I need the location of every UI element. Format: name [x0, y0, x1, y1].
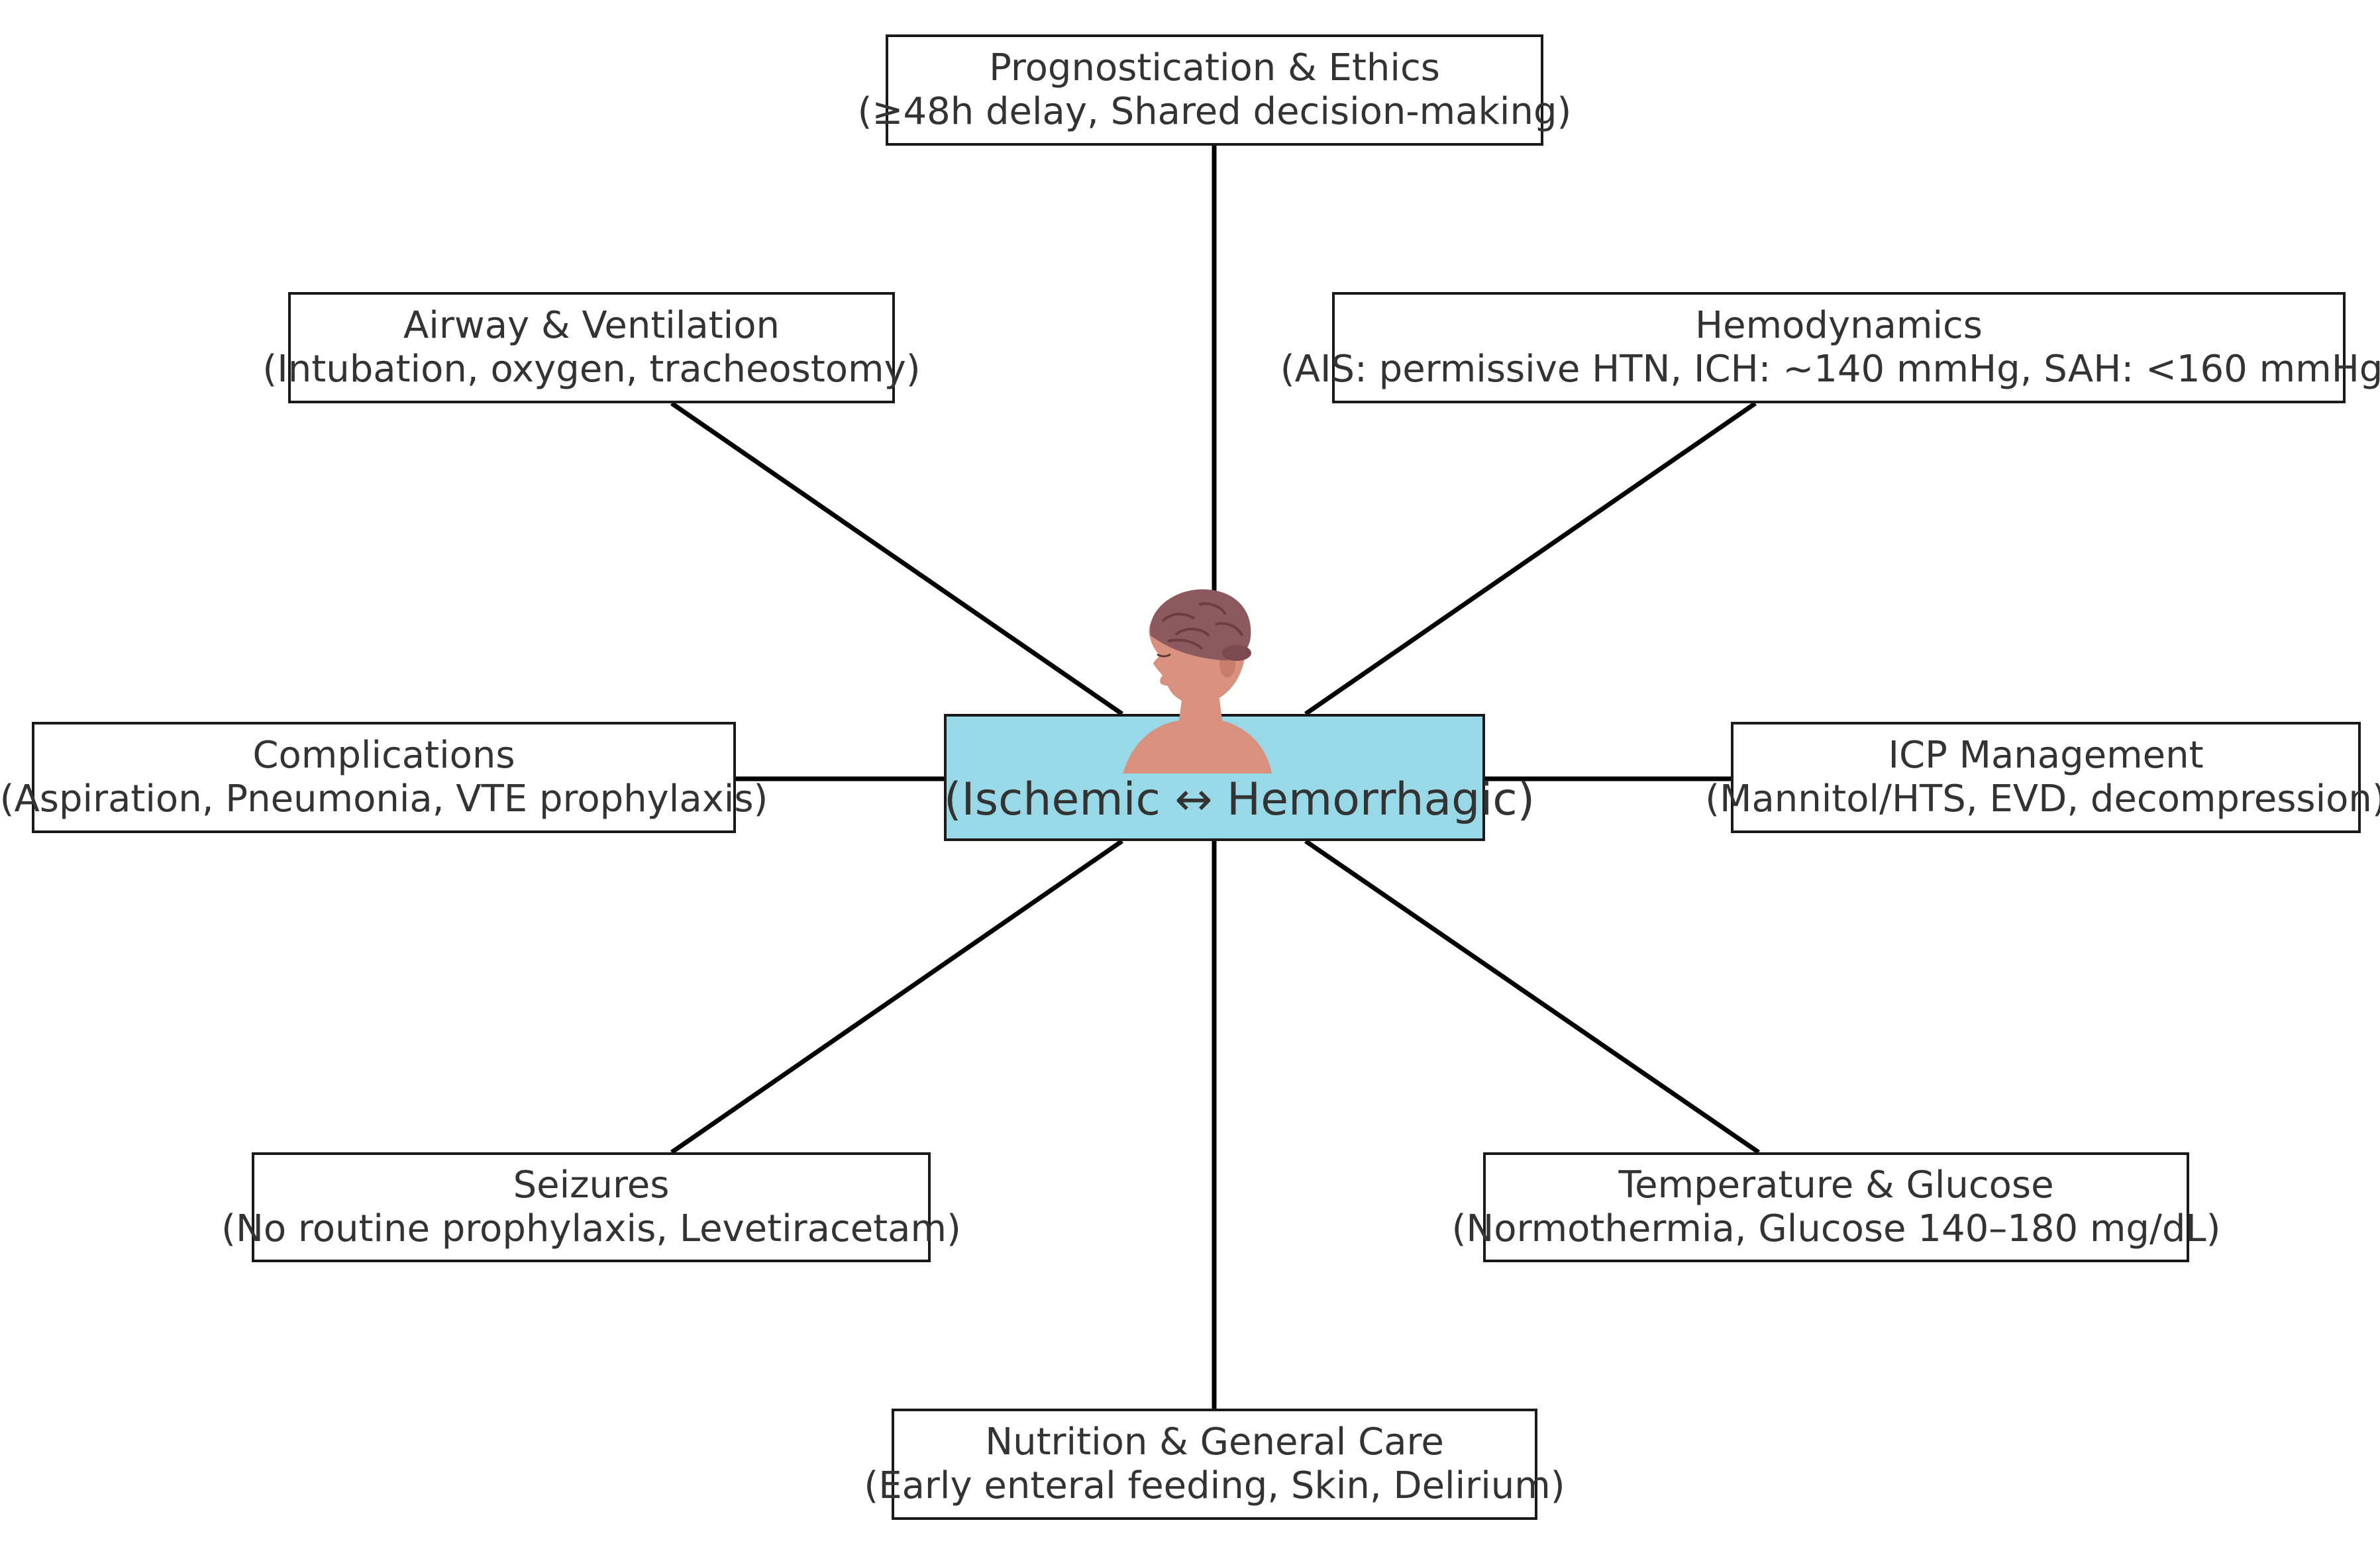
node-icp-management: ICP Management (Mannitol/HTS, EVD, decom… — [1705, 722, 2380, 833]
node-complications: Complications (Aspiration, Pneumonia, VT… — [0, 722, 768, 833]
node-title: Complications — [252, 734, 515, 777]
node-prognostication-ethics: Prognostication & Ethics (≥48h delay, Sh… — [858, 34, 1571, 146]
node-detail: (Intubation, oxygen, tracheostomy) — [262, 348, 921, 391]
connector-hemodynamics — [1304, 401, 1757, 716]
node-nutrition-general-care: Nutrition & General Care (Early enteral … — [864, 1409, 1565, 1520]
node-detail: (Normothermia, Glucose 140–180 mg/dL) — [1451, 1207, 2221, 1250]
node-airway-ventilation: Airway & Ventilation (Intubation, oxygen… — [262, 292, 921, 403]
node-detail: (Early enteral feeding, Skin, Delirium) — [864, 1464, 1565, 1507]
node-title: Temperature & Glucose — [1618, 1164, 2054, 1207]
node-title: Seizures — [513, 1164, 670, 1207]
node-seizures: Seizures (No routine prophylaxis, Leveti… — [221, 1152, 961, 1262]
connector-temperature-glucose — [1304, 839, 1760, 1154]
node-temperature-glucose: Temperature & Glucose (Normothermia, Glu… — [1452, 1152, 2220, 1262]
human-head-brain-icon — [1123, 589, 1272, 774]
node-title: ICP Management — [1888, 734, 2204, 777]
node-title: Hemodynamics — [1695, 304, 1983, 347]
node-title: Prognostication & Ethics — [989, 46, 1440, 89]
node-detail: (Aspiration, Pneumonia, VTE prophylaxis) — [0, 777, 768, 821]
node-hemodynamics: Hemodynamics (AIS: permissive HTN, ICH: … — [1280, 292, 2380, 403]
node-detail: (No routine prophylaxis, Levetiracetam) — [221, 1207, 961, 1250]
node-title: Nutrition & General Care — [985, 1421, 1444, 1464]
node-title: Airway & Ventilation — [403, 304, 780, 347]
node-detail: (AIS: permissive HTN, ICH: ~140 mmHg, SA… — [1280, 348, 2380, 391]
connector-airway — [670, 401, 1123, 716]
connector-seizures — [670, 839, 1123, 1154]
node-detail: (≥48h delay, Shared decision-making) — [857, 90, 1572, 133]
node-detail: (Mannitol/HTS, EVD, decompression) — [1705, 777, 2380, 821]
center-node-label: (Ischemic ↔ Hemorrhagic) — [944, 774, 1535, 826]
